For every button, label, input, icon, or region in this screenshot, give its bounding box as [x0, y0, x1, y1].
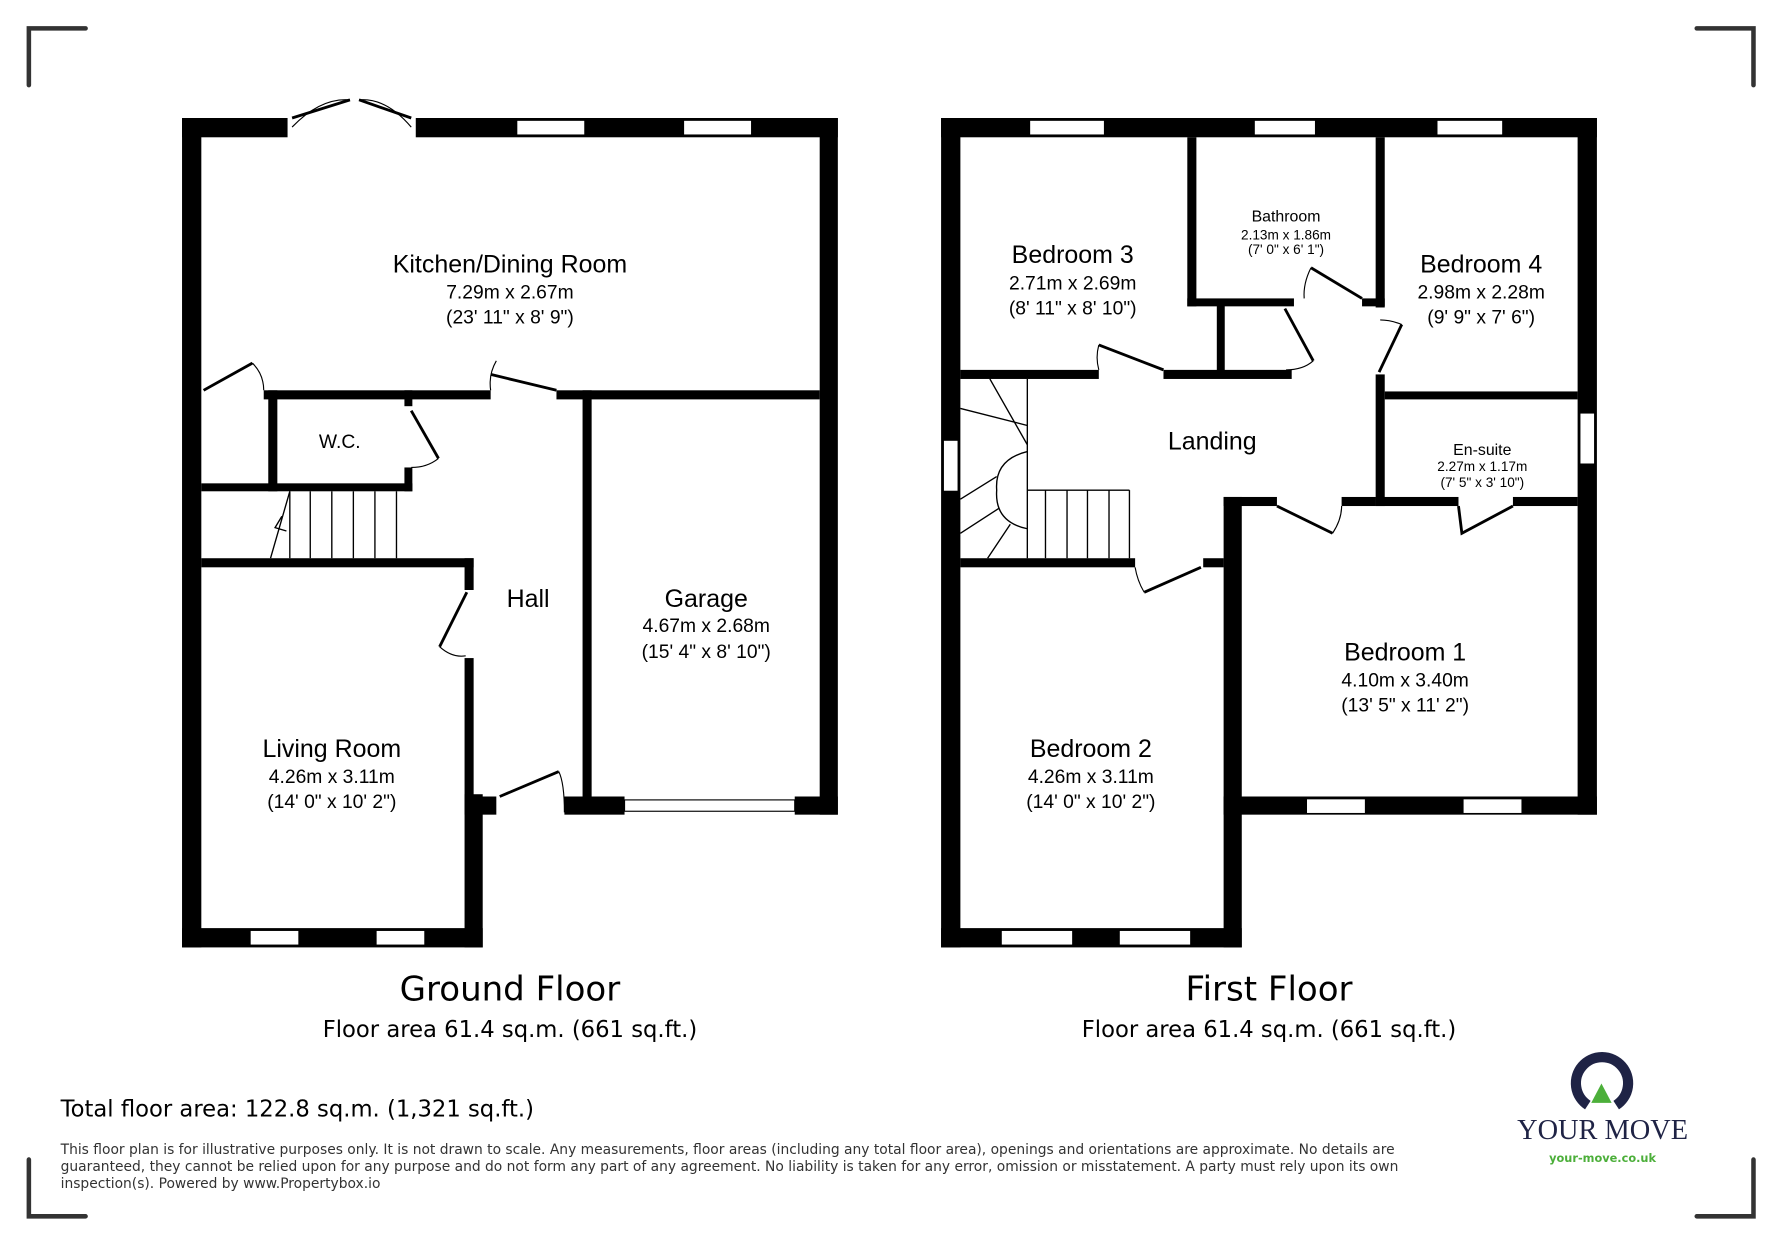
room-name: Bathroom — [1252, 208, 1321, 225]
room-imperial: (7' 5" x 3' 10") — [1440, 475, 1524, 490]
ground-floor-title: Ground Floor — [400, 970, 621, 1010]
disclaimer-line: This floor plan is for illustrative purp… — [60, 1142, 1395, 1158]
room-name: Garage — [665, 585, 748, 613]
logo-brand: YOUR MOVE — [1517, 1115, 1688, 1146]
first-floor-title: First Floor — [1185, 970, 1352, 1010]
room-metric: 2.13m x 1.86m — [1241, 227, 1331, 242]
room-imperial: (7' 0" x 6' 1") — [1248, 242, 1324, 257]
logo-url: your-move.co.uk — [1549, 1151, 1656, 1165]
first-floor-plan — [941, 118, 1597, 948]
room-imperial: (8' 11" x 8' 10") — [1009, 298, 1137, 319]
ground-floor-area: Floor area 61.4 sq.m. (661 sq.ft.) — [323, 1017, 697, 1043]
room-imperial: (14' 0" x 10' 2") — [1026, 792, 1155, 813]
room-name: Living Room — [262, 735, 401, 763]
ground-floor-plan — [182, 98, 838, 948]
room-name: W.C. — [319, 432, 361, 453]
room-name: Kitchen/Dining Room — [393, 250, 627, 278]
room-imperial: (14' 0" x 10' 2") — [267, 792, 396, 813]
first-stairs — [960, 378, 1131, 559]
ground-stairs — [269, 491, 398, 559]
room-name: Bedroom 1 — [1344, 638, 1466, 666]
room-name: En-suite — [1453, 442, 1511, 459]
room-name: Bedroom 3 — [1012, 241, 1134, 269]
room-name: Bedroom 2 — [1030, 735, 1152, 763]
room-metric: 4.10m x 3.40m — [1341, 670, 1468, 691]
crop-marks — [26, 26, 1756, 1219]
room-metric: 2.27m x 1.17m — [1437, 459, 1527, 474]
your-move-logo: YOUR MOVE your-move.co.uk — [1517, 1052, 1688, 1165]
total-floor-area: Total floor area: 122.8 sq.m. (1,321 sq.… — [60, 1096, 534, 1122]
room-metric: 4.67m x 2.68m — [643, 616, 770, 637]
room-name: Landing — [1168, 427, 1257, 455]
room-imperial: (23' 11" x 8' 9") — [446, 307, 574, 328]
room-name: Hall — [507, 585, 550, 613]
disclaimer-line: inspection(s). Powered by www.Propertybo… — [61, 1176, 381, 1192]
room-metric: 4.26m x 3.11m — [269, 767, 395, 788]
room-name: Bedroom 4 — [1420, 250, 1542, 278]
disclaimer-line: guaranteed, they cannot be relied upon f… — [61, 1159, 1399, 1175]
first-floor-area: Floor area 61.4 sq.m. (661 sq.ft.) — [1082, 1017, 1456, 1043]
room-imperial: (9' 9" x 7' 6") — [1427, 307, 1535, 328]
room-metric: 2.71m x 2.69m — [1009, 273, 1136, 294]
room-metric: 2.98m x 2.28m — [1417, 282, 1544, 303]
room-metric: 4.26m x 3.11m — [1028, 767, 1154, 788]
room-imperial: (13' 5" x 11' 2") — [1341, 695, 1469, 716]
room-imperial: (15' 4" x 8' 10") — [642, 642, 771, 663]
room-metric: 7.29m x 2.67m — [446, 282, 573, 303]
